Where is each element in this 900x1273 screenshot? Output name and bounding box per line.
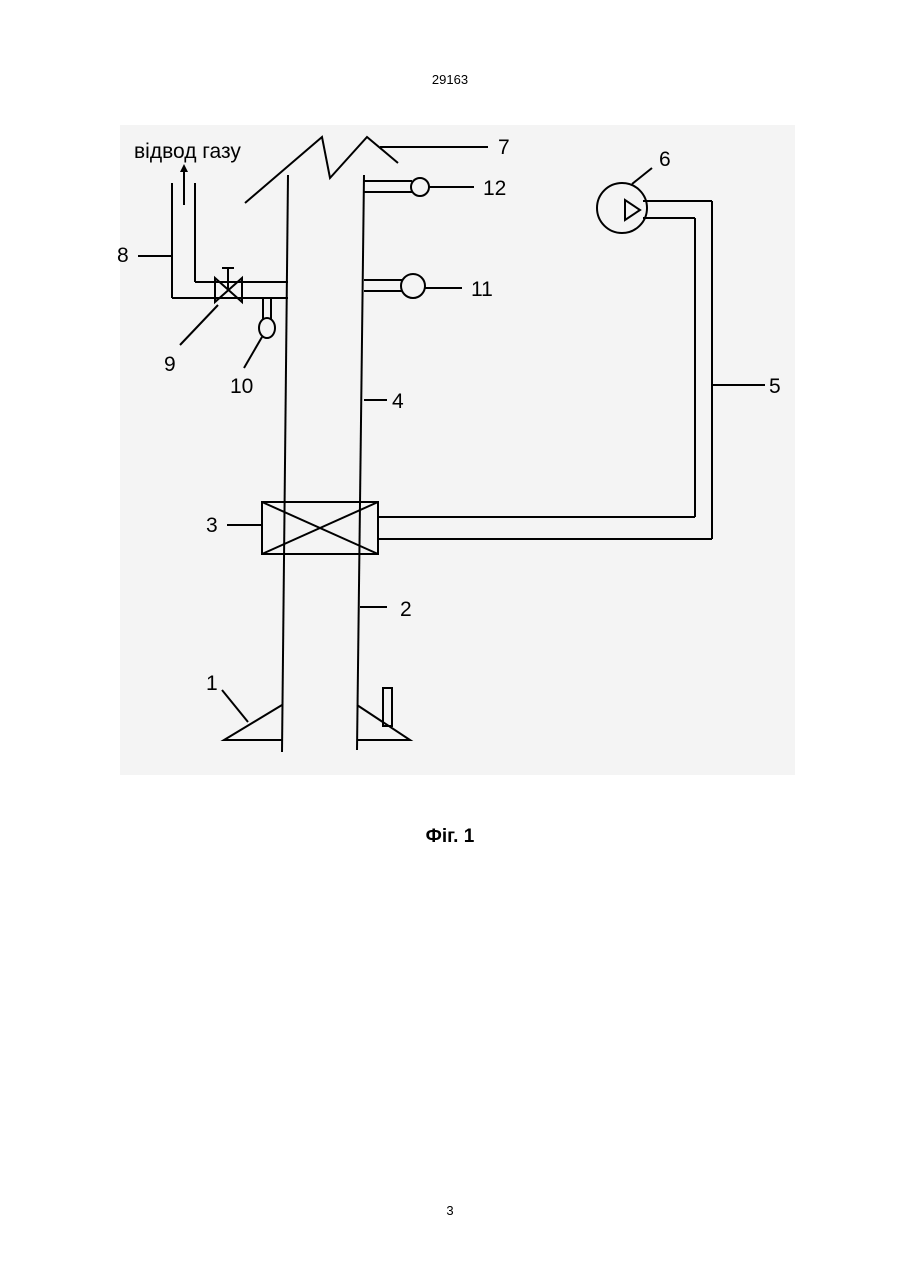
- label-11: 11: [471, 278, 493, 301]
- page-number: 3: [0, 1203, 900, 1218]
- label-2: 2: [400, 598, 412, 621]
- label-7: 7: [498, 136, 510, 159]
- label-9: 9: [164, 353, 176, 376]
- label-4: 4: [392, 390, 404, 413]
- figure-caption: Фіг. 1: [0, 826, 900, 848]
- label-5: 5: [769, 375, 781, 398]
- label-1: 1: [206, 672, 218, 695]
- label-3: 3: [206, 514, 218, 537]
- technical-diagram: відвод газу 7 6 12 8 11 9 10 5 4 3 2 1: [0, 0, 900, 800]
- gas-outlet-label: відвод газу: [134, 140, 241, 163]
- label-10: 10: [230, 375, 253, 398]
- label-8: 8: [117, 244, 129, 267]
- label-12: 12: [483, 177, 506, 200]
- label-6: 6: [659, 148, 671, 171]
- scan-background: [120, 125, 795, 775]
